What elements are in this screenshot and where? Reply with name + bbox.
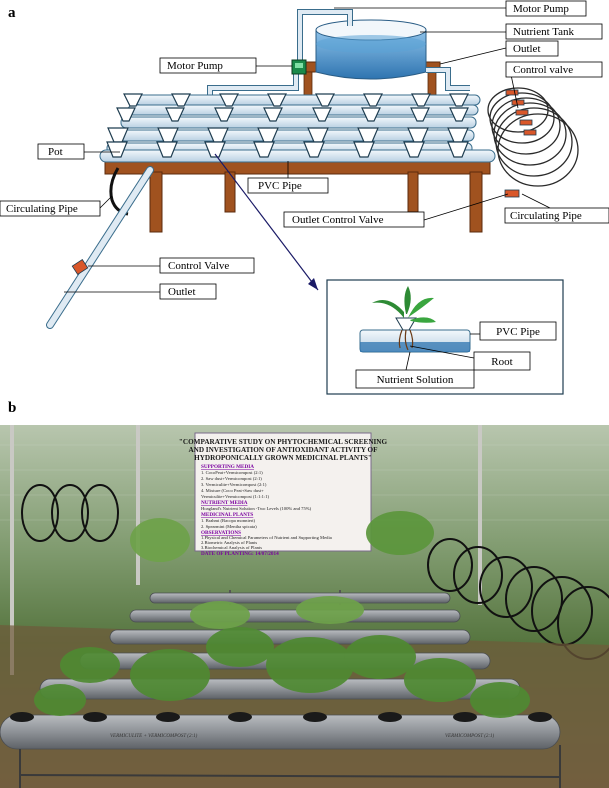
sign-title-line-3: HYDROPONICALLY GROWN MEDICINAL PLANTS" xyxy=(194,454,372,462)
sign-medicinal-plants-1: 1. Brahmi (Bacopa monnieri) xyxy=(201,518,256,523)
label-control-valve-top: Control valve xyxy=(513,64,573,76)
sign-supporting-media-2: 2. Saw dust+Vermicompost (2:1) xyxy=(201,476,262,481)
sign-nutrient-media-head: NUTRIENT MEDIA xyxy=(201,500,248,506)
coil-valves xyxy=(504,89,537,198)
metal-stand xyxy=(19,745,561,788)
sign-observations-1: 1.Physical and Chemical Parameters of Nu… xyxy=(201,535,332,540)
sign-board xyxy=(194,432,372,605)
label-nutrient-tank: Nutrient Tank xyxy=(513,26,575,38)
label-pvc-pipe: PVC Pipe xyxy=(258,180,302,192)
label-circulating-pipe-left: Circulating Pipe xyxy=(6,203,78,215)
sign-nutrient-media-1: Hoagland's Nutrient Solution -Two Levels… xyxy=(201,506,312,511)
label-inset-root: Root xyxy=(491,356,512,368)
pipe-writing-right: VERMICOMPOST (2:1) xyxy=(445,734,495,739)
callout-boxes xyxy=(0,0,609,300)
label-outlet-bottom: Outlet xyxy=(168,286,196,298)
outlet-pipe xyxy=(46,166,154,329)
label-motor-pump-top: Motor Pump xyxy=(513,3,569,15)
inset-arrow xyxy=(214,153,319,291)
sign-supporting-media-5: Vermiculite+Vermicompost (1:1:1:1) xyxy=(201,494,270,499)
sign-observations-3: 3.Biochemical Analysis of Plants xyxy=(201,545,262,550)
sign-supporting-media-1: 1. CocoPeat+Vermicompost (2:1) xyxy=(201,470,263,475)
label-control-valve-bottom: Control Valve xyxy=(168,260,229,272)
pipe-writing-left: VERMICULITE + VERMICOMPOST (2:1) xyxy=(110,734,198,739)
label-pot: Pot xyxy=(48,146,63,158)
panel-letter-b: b xyxy=(8,400,17,416)
panel-letter-a: a xyxy=(8,5,16,21)
front-net-pots xyxy=(10,712,552,722)
nutrient-tank xyxy=(315,19,427,80)
sign-supporting-media-head: SUPPORTING MEDIA xyxy=(201,464,254,470)
motor-pump xyxy=(291,59,307,75)
label-circulating-pipe-right: Circulating Pipe xyxy=(510,210,582,222)
sign-title-line-1: "COMPARATIVE STUDY ON PHYTOCHEMICAL SCRE… xyxy=(179,438,388,446)
label-inset-pvc-pipe: PVC Pipe xyxy=(496,326,540,338)
label-inset-nutrient-solution: Nutrient Solution xyxy=(377,374,454,386)
greenhouse-photo: "COMPARATIVE STUDY ON PHYTOCHEMICAL SCRE… xyxy=(0,425,609,788)
tank-pipes xyxy=(207,9,470,100)
hydroponic-schematic: PVC Pipe Root Nutrient Solution Motor Pu… xyxy=(0,0,609,395)
label-motor-pump-left: Motor Pump xyxy=(167,60,223,72)
sign-supporting-media-4: 4. Mixture (Coco Peat+Saw dust+ xyxy=(201,488,264,493)
pot-row-2 xyxy=(116,107,469,122)
label-outlet-control-valve: Outlet Control Valve xyxy=(292,214,384,226)
sign-observations-2: 2.Biometric Analysis of Plants xyxy=(201,540,257,545)
greenhouse-posts xyxy=(10,425,482,675)
plant-foliage xyxy=(34,511,530,718)
circulating-pipe-coil xyxy=(487,87,579,187)
pot-row-4 xyxy=(106,141,469,158)
sign-medicinal-plants-head: MEDICINAL PLANTS xyxy=(201,512,253,518)
sign-date-line: DATE OF PLANTING: 14/07/2014 xyxy=(201,551,279,557)
sign-observations-head: OBSERVATIONS xyxy=(201,530,241,536)
sign-medicinal-plants-2: 2. Spearmint (Mentha spicata) xyxy=(201,524,257,529)
inset-labels xyxy=(355,321,557,389)
sign-supporting-media-3: 3. Vermiculite+Vermicompost (2:1) xyxy=(201,482,267,487)
sign-title-line-2: AND INVESTIGATION OF ANTIOXIDANT ACTIVIT… xyxy=(188,446,378,454)
pot-rows xyxy=(106,93,469,158)
table-legs xyxy=(104,159,491,233)
pot-row-1 xyxy=(123,93,469,107)
label-outlet-top: Outlet xyxy=(513,43,541,55)
